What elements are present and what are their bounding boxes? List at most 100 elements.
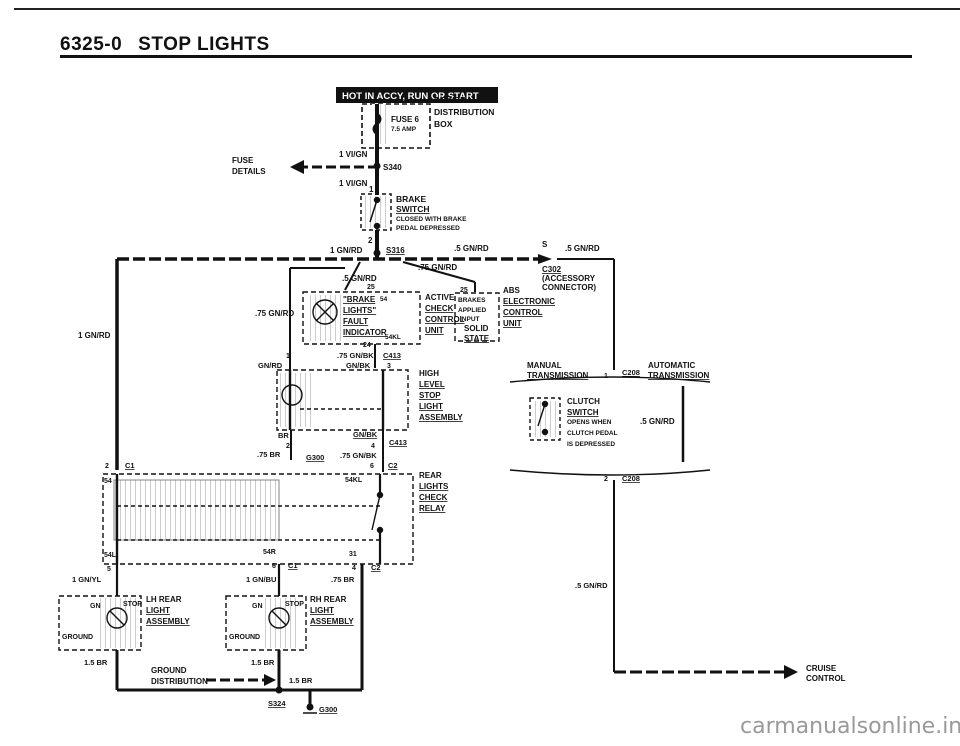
transmission2-label: TRANSMISSION [648,371,710,380]
svg-text:HOT IN ACCY, RUN OR START: HOT IN ACCY, RUN OR START [342,91,479,102]
wire-1gnyl: 1 GN/YL [72,575,102,584]
c1a-label: C1 [125,461,135,470]
assembly1-label: ASSEMBLY [146,617,190,626]
fuse-details-arrow [290,160,375,174]
pin-31: 31 [349,551,357,558]
clutch-label: CLUTCH [567,397,600,406]
pin-54: 54 [380,296,388,303]
top-rule [14,8,960,10]
wire-5gnrd-c: .5 GN/RD [342,274,377,283]
check-label: CHECK [425,304,454,313]
rh-rear-light [225,595,307,651]
splice-s316 [373,249,381,257]
level-label: LEVEL [419,380,445,389]
pin-54l: 54L [104,552,117,559]
pin-2-top: 2 [368,236,373,245]
g300b-label: G300 [319,705,337,714]
connector-s [538,254,552,264]
brake-ind-1: "BRAKE [343,295,376,304]
closed-label: CLOSED WITH BRAKE [396,216,467,223]
input-label: INPUT [460,316,480,323]
pedal-label: PEDAL DEPRESSED [396,225,460,232]
wire-75br: .75 BR [257,450,281,459]
control-label: CONTROL [425,315,465,324]
cruise-label: CRUISE [806,664,837,673]
fuse-details-1: FUSE [232,156,254,165]
brake-ind-4: INDICATOR [343,328,387,337]
wire-1vign-b: 1 VI/GN [339,179,368,188]
s324-label: S324 [268,699,286,708]
stop-label: STOP [419,391,441,400]
ground-g300 [303,703,317,714]
lh-rear-light [58,595,142,651]
pin-4: 4 [371,443,375,450]
pin-2d: 2 [604,476,608,483]
power-distribution-box [361,103,431,150]
box-label: BOX [434,119,453,129]
ground-dist-1: GROUND [151,666,187,675]
ground-dist-arrow [206,674,276,686]
lights-label: LIGHTS [419,482,449,491]
wire-5gnrd-d: .5 GN/RD [640,417,675,426]
pin-54kl2: 54KL [345,477,363,484]
splice-s340 [373,162,381,170]
gn1-label: GN [90,603,101,610]
pin-6a: 6 [370,463,374,470]
g300a-label: G300 [306,453,324,462]
distribution-label: DISTRIBUTION [434,107,494,117]
c208b-label: C208 [622,474,640,483]
connector-label: CONNECTOR) [542,283,596,292]
wire-15br-a: 1.5 BR [84,658,108,667]
br-label: BR [278,431,289,440]
control2-label: CONTROL [503,308,543,317]
pin-4b: 4 [352,565,356,572]
watermark: carmanualsonline.info [740,714,960,739]
assembly2-label: ASSEMBLY [310,617,354,626]
clutch-pedal-label: CLUTCH PEDAL [567,430,618,437]
pin-25a: 25 [367,284,375,291]
title-rule [60,55,912,58]
s316-bus [115,257,615,470]
brake-switch [360,193,392,231]
wire-5gnrd-e: .5 GN/RD [575,581,608,590]
splice-s324 [275,686,283,694]
pin-6b: 6 [272,563,276,570]
transmission-branch [509,376,711,672]
ground2-label: GROUND [229,634,260,641]
wire-75gnrd-a: .75 GN/RD [418,263,457,272]
fuse-details-2: DETAILS [232,167,266,176]
c208a-label: C208 [622,368,640,377]
cruise-arrow [614,665,798,679]
abs-label: ABS [503,286,521,295]
wire-1gnrd-side: 1 GN/RD [78,331,111,340]
check2-label: CHECK [419,493,448,502]
wire-75gnbk2: .75 GN/BK [340,451,377,460]
power-label: POWER [434,95,466,105]
gnrd-label: GN/RD [258,361,283,370]
opens-label: OPENS WHEN [567,419,612,426]
assembly-label: ASSEMBLY [419,413,463,422]
wire-15br-b: 1.5 BR [251,658,275,667]
pin-2c: 2 [105,463,109,470]
switch2-label: SWITCH [567,408,599,417]
c413a-label: C413 [383,351,401,360]
s340-label: S340 [383,163,402,172]
lh-rear-label: LH REAR [146,595,182,604]
fuse-label: FUSE 6 [391,115,420,124]
s-mark: S [542,240,548,249]
switch-label: SWITCH [396,204,430,214]
high-level-stop-light [276,369,409,431]
depressed-label: IS DEPRESSED [567,441,615,448]
clutch-switch [529,397,561,441]
s316-label: S316 [386,246,405,255]
wire-75gnrd-b: .75 GN/RD [255,309,294,318]
cruise-control-label: CONTROL [806,674,846,683]
automatic-label: AUTOMATIC [648,361,695,370]
c302-label: C302 [542,265,562,274]
state-label: STATE [464,334,490,343]
unit2-label: UNIT [503,319,522,328]
wire-5gnrd-a: .5 GN/RD [454,244,489,253]
wire-1vign-a: 1 VI/GN [339,150,368,159]
pin-54kl: 54KL [385,334,401,341]
pin-3: 3 [387,363,391,370]
